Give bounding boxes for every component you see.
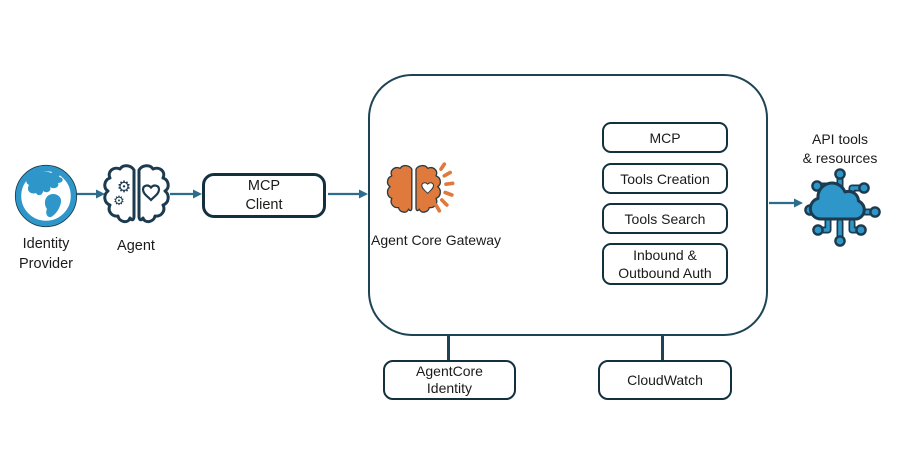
cloudwatch-box: CloudWatch [598, 360, 732, 400]
arrow-identity-to-agent [77, 189, 105, 199]
brain-burst-icon [386, 162, 455, 213]
agent-label: Agent [117, 238, 155, 254]
mcp-client-box: MCP Client [202, 173, 326, 218]
service-mcp-box: MCP [602, 122, 728, 153]
globe-icon [14, 164, 78, 228]
svg-text:⚙: ⚙ [117, 177, 131, 196]
identity-provider-label: Identity Provider [19, 236, 73, 272]
agentcore-identity-box: AgentCore Identity [383, 360, 516, 400]
arrow-mcp-client-to-gateway [328, 189, 368, 199]
agent-core-gateway-label: Agent Core Gateway [371, 232, 501, 248]
brain-icon: ⚙ ⚙ [103, 164, 170, 224]
api-tools-label: API tools & resources [802, 131, 878, 166]
arrow-agent-to-mcp-client [170, 189, 202, 199]
service-tools-creation-box: Tools Creation [602, 163, 728, 194]
cloud-network-icon [804, 168, 881, 247]
service-tools-search-box: Tools Search [602, 203, 728, 234]
arrow-gateway-to-api-tools [769, 198, 803, 208]
connector-gateway-to-agentcore-identity [447, 335, 450, 360]
service-inbound-outbound-auth-box: Inbound & Outbound Auth [602, 243, 728, 285]
svg-text:⚙: ⚙ [113, 194, 125, 209]
connector-gateway-to-cloudwatch [661, 335, 664, 360]
